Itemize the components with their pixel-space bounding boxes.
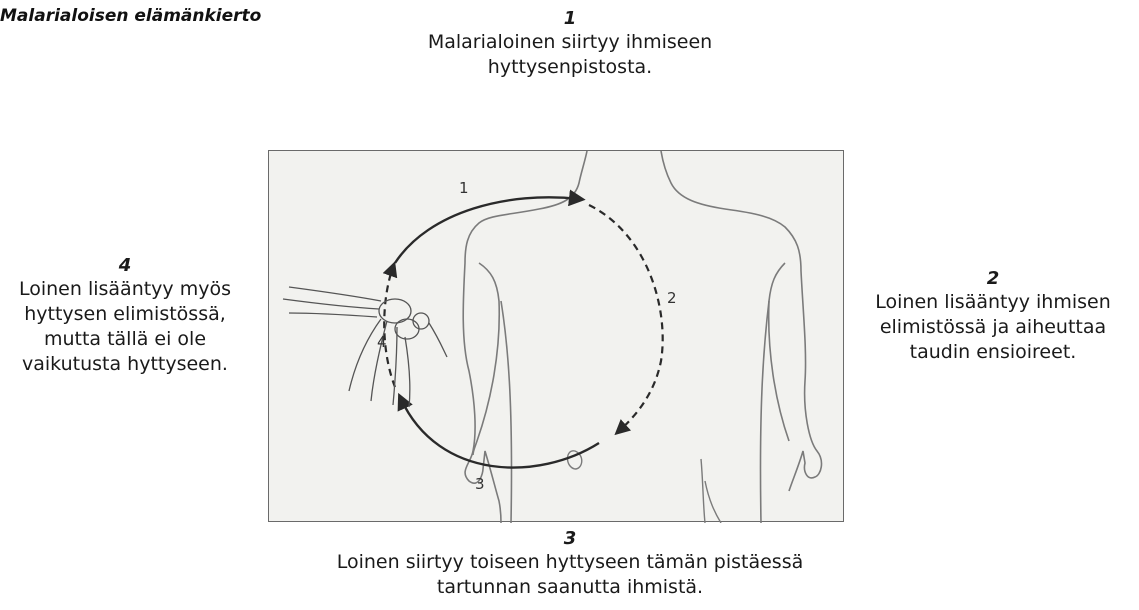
- step-4-number: 4: [0, 255, 250, 277]
- mosquito-drawing: [283, 287, 447, 407]
- arc-1-bite: [395, 197, 579, 263]
- arc-2-human: [589, 205, 663, 431]
- step-1-number: 1: [390, 8, 750, 30]
- diagram-title: Malarialoisen elämänkierto: [0, 6, 261, 26]
- figure-label-3: 3: [475, 475, 485, 493]
- step-1-text: Malarialoinen siirtyy ihmiseen hyttysenp…: [390, 30, 750, 80]
- step-4: 4 Loinen lisääntyy myös hyttysen elimist…: [0, 255, 250, 377]
- human-neck-right: [661, 151, 821, 491]
- step-2-number: 2: [848, 268, 1138, 290]
- step-3-number: 3: [290, 528, 850, 550]
- step-3: 3 Loinen siirtyy toiseen hyttyseen tämän…: [290, 528, 850, 600]
- figure-label-2: 2: [667, 289, 677, 307]
- step-4-text: Loinen lisääntyy myös hyttysen elimistös…: [0, 277, 250, 377]
- figure-label-1: 1: [459, 179, 469, 197]
- human-arm-right-inner: [769, 263, 789, 441]
- human-legs: [701, 459, 721, 523]
- figure-label-4: 4: [377, 333, 387, 351]
- life-cycle-illustration: 1 2 3 4: [269, 151, 845, 523]
- step-1: 1 Malarialoinen siirtyy ihmiseen hyttyse…: [390, 8, 750, 80]
- human-arm-left-inner: [473, 263, 499, 455]
- arc-3-transfer: [401, 399, 599, 468]
- human-torso-left: [501, 301, 512, 523]
- step-2: 2 Loinen lisääntyy ihmisen elimistössä j…: [848, 268, 1138, 365]
- life-cycle-figure: 1 2 3 4: [268, 150, 844, 522]
- step-3-text: Loinen siirtyy toiseen hyttyseen tämän p…: [290, 550, 850, 600]
- step-2-text: Loinen lisääntyy ihmisen elimistössä ja …: [848, 290, 1138, 365]
- human-torso-right: [760, 301, 769, 523]
